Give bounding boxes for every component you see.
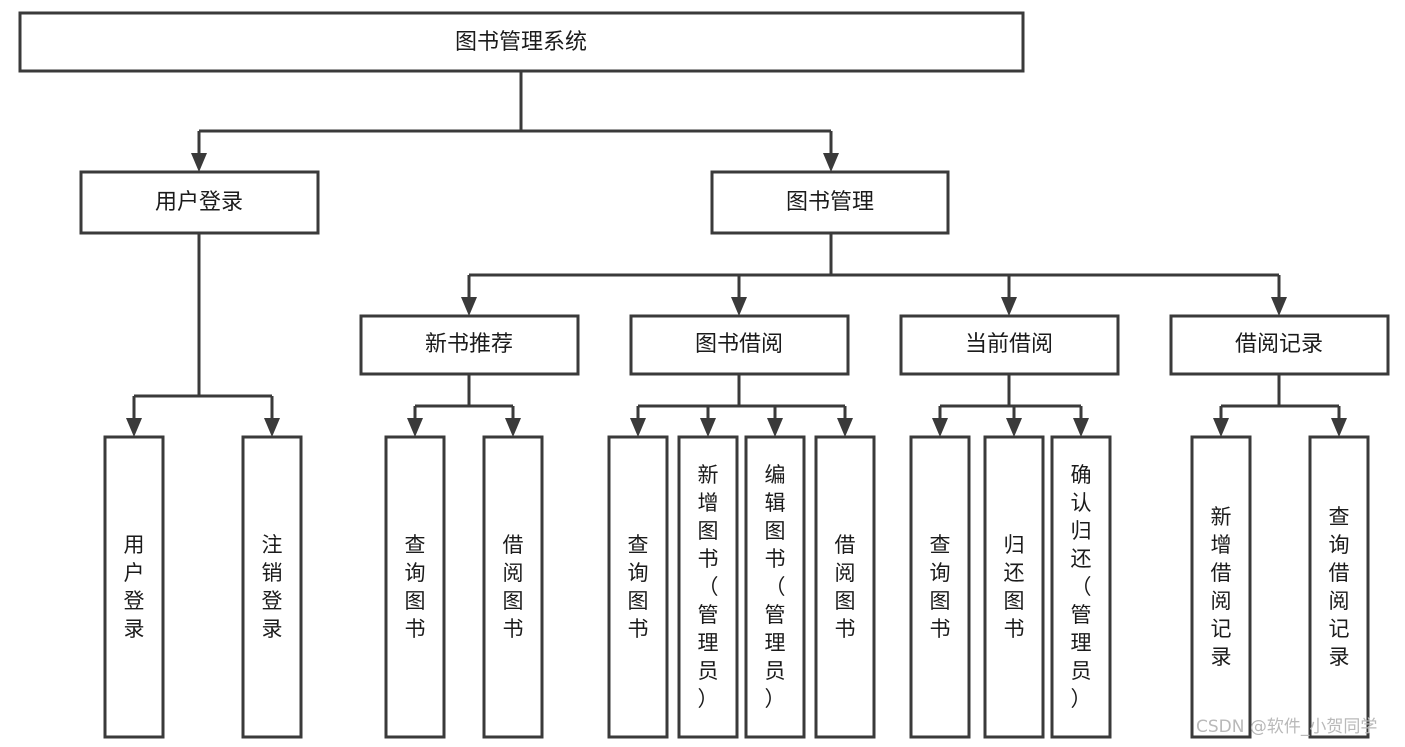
node-leaf-confirm-return-admin-box[interactable] [1050, 435, 1112, 739]
node-new-book-recommend-label: 新书推荐 [425, 332, 513, 357]
node-root-label: 图书管理系统 [455, 30, 587, 55]
node-new-book-recommend-box[interactable] [359, 314, 580, 376]
node-leaf-query-book-recommend-box[interactable] [384, 435, 446, 739]
node-book-management-label: 图书管理 [786, 190, 874, 215]
node-leaf-query-borrow-record-label: 查询借阅记录 [1329, 505, 1350, 669]
arrowhead-leaf-add-borrow-record [1213, 418, 1229, 437]
arrowhead-leaf-add-book-admin [700, 418, 716, 437]
node-current-borrow-box[interactable] [899, 314, 1120, 376]
node-leaf-query-book-current-box[interactable] [909, 435, 971, 739]
arrowhead-leaf-query-book-current [932, 418, 948, 437]
node-borrow-record-label: 借阅记录 [1235, 332, 1323, 357]
node-root[interactable]: 图书管理系统 [18, 11, 1025, 73]
node-leaf-add-book-admin[interactable]: 新增图书（管理员） [677, 435, 739, 739]
node-leaf-query-borrow-record-box[interactable] [1308, 435, 1370, 739]
arrowhead-leaf-query-book-borrow [630, 418, 646, 437]
node-borrow-record[interactable]: 借阅记录 [1169, 314, 1390, 376]
node-borrow-record-label-box[interactable] [1169, 314, 1390, 376]
leaf-layer: 用户登录 注销登录 查询图书 借阅图书 查询图书 新增图书（管理员） [103, 435, 1370, 739]
node-leaf-add-borrow-record-box[interactable] [1190, 435, 1252, 739]
node-book-management-box[interactable] [710, 170, 950, 235]
node-leaf-borrow-book-label: 借阅图书 [835, 533, 856, 641]
node-leaf-user-login-box[interactable] [103, 435, 165, 739]
csdn-watermark: CSDN @软件_小贺同学 [1196, 717, 1377, 737]
node-leaf-borrow-book-box[interactable] [814, 435, 876, 739]
node-leaf-add-book-admin-box[interactable] [677, 435, 739, 739]
node-leaf-add-book-admin-label: 新增图书（管理员） [698, 463, 719, 711]
node-leaf-edit-book-admin-box[interactable] [744, 435, 806, 739]
node-leaf-confirm-return-admin-label: 确认归还（管理员） [1071, 463, 1092, 711]
arrowhead-leaf-edit-book-admin [767, 418, 783, 437]
node-leaf-user-login[interactable]: 用户登录 [103, 435, 165, 739]
node-current-borrow[interactable]: 当前借阅 [899, 314, 1120, 376]
node-leaf-return-book-box[interactable] [983, 435, 1045, 739]
node-leaf-logout-box[interactable] [241, 435, 303, 739]
node-leaf-user-login-label: 用户登录 [124, 533, 145, 641]
node-leaf-query-book-borrow-box[interactable] [607, 435, 669, 739]
arrowhead-leaf-user-login [126, 418, 142, 437]
node-user-login[interactable]: 用户登录 [79, 170, 320, 235]
node-book-management[interactable]: 图书管理 [710, 170, 950, 235]
arrowhead-borrow-record [1271, 297, 1287, 316]
node-leaf-logout[interactable]: 注销登录 [241, 435, 303, 739]
arrowhead-current-borrow [1001, 297, 1017, 316]
node-new-book-recommend[interactable]: 新书推荐 [359, 314, 580, 376]
node-leaf-query-book-recommend[interactable]: 查询图书 [384, 435, 446, 739]
arrowhead-book-borrow [731, 297, 747, 316]
node-leaf-add-borrow-record-label: 新增借阅记录 [1211, 505, 1232, 669]
node-user-login-box[interactable] [79, 170, 320, 235]
node-leaf-query-book-recommend-label: 查询图书 [405, 533, 426, 641]
arrowhead-leaf-return-book [1006, 418, 1022, 437]
node-leaf-query-book-current[interactable]: 查询图书 [909, 435, 971, 739]
node-leaf-add-borrow-record[interactable]: 新增借阅记录 [1190, 435, 1252, 739]
arrowhead-leaf-confirm-return-admin [1073, 418, 1089, 437]
node-leaf-borrow-book-recommend-box[interactable] [482, 435, 544, 739]
arrowhead-leaf-logout [264, 418, 280, 437]
node-book-borrow-box[interactable] [629, 314, 850, 376]
arrowhead-leaf-borrow-book-recommend [505, 418, 521, 437]
arrowhead-leaf-borrow-book [837, 418, 853, 437]
arrowhead-book-management [823, 153, 839, 172]
node-user-login-label: 用户登录 [155, 190, 243, 215]
arrowhead-new-book-recommend [461, 297, 477, 316]
node-leaf-query-book-current-label: 查询图书 [930, 533, 951, 641]
arrowhead-leaf-query-borrow-record [1331, 418, 1347, 437]
node-leaf-return-book-label: 归还图书 [1004, 533, 1025, 641]
node-leaf-borrow-book[interactable]: 借阅图书 [814, 435, 876, 739]
node-leaf-query-borrow-record[interactable]: 查询借阅记录 [1308, 435, 1370, 739]
connector-layer [126, 71, 1347, 437]
node-root-box[interactable] [18, 11, 1025, 73]
node-leaf-edit-book-admin[interactable]: 编辑图书（管理员） [744, 435, 806, 739]
node-leaf-edit-book-admin-label: 编辑图书（管理员） [765, 463, 786, 711]
node-leaf-borrow-book-recommend-label: 借阅图书 [503, 533, 524, 641]
node-leaf-query-book-borrow[interactable]: 查询图书 [607, 435, 669, 739]
node-leaf-borrow-book-recommend[interactable]: 借阅图书 [482, 435, 544, 739]
node-current-borrow-label: 当前借阅 [965, 332, 1053, 357]
node-leaf-confirm-return-admin[interactable]: 确认归还（管理员） [1050, 435, 1112, 739]
node-leaf-query-book-borrow-label: 查询图书 [628, 533, 649, 641]
node-book-borrow-label: 图书借阅 [695, 332, 783, 357]
arrowhead-user-login [191, 153, 207, 172]
arrowhead-leaf-query-book-recommend [407, 418, 423, 437]
node-leaf-logout-label: 注销登录 [262, 533, 283, 641]
node-book-borrow[interactable]: 图书借阅 [629, 314, 850, 376]
node-leaf-return-book[interactable]: 归还图书 [983, 435, 1045, 739]
